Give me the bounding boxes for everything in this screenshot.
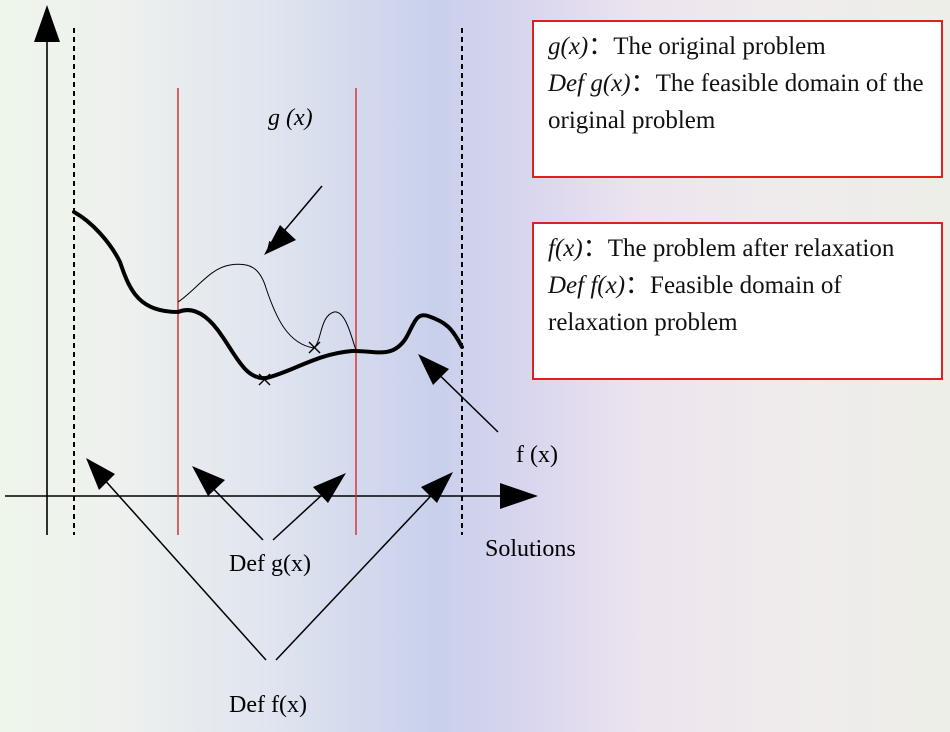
def-g-arrowhead-left xyxy=(192,466,225,496)
f-curve-label: f (x) xyxy=(516,442,558,468)
g-optimum-marker xyxy=(308,341,321,354)
g-arrowhead xyxy=(264,225,296,255)
legend-relaxation-problem: f(x)：The problem after relaxation Def f(… xyxy=(532,222,943,380)
legend-g-line-2: Def g(x)：The feasible domain of the orig… xyxy=(548,65,927,139)
g-curve xyxy=(177,263,357,351)
legend-f-desc: ：The problem after relaxation xyxy=(582,235,895,262)
x-axis-label: Solutions xyxy=(485,536,576,562)
legend-f-line-1: f(x)：The problem after relaxation xyxy=(548,230,927,267)
legend-g-term: g(x) xyxy=(548,33,589,60)
legend-def-g-term: Def g(x) xyxy=(548,70,631,97)
legend-f-line-2: Def f(x)：Feasible domain of relaxation p… xyxy=(548,267,927,341)
def-f-label: Def f(x) xyxy=(229,692,307,718)
x-axis xyxy=(5,483,538,509)
legend-def-f-desc: ：Feasible domain of relaxation problem xyxy=(548,272,842,336)
legend-def-f-term: Def f(x) xyxy=(548,272,626,299)
def-f-arrowhead-right xyxy=(421,472,453,503)
legend-original-problem: g(x)：The original problem Def g(x)：The f… xyxy=(532,20,943,178)
y-axis xyxy=(34,5,60,535)
f-optimum-marker xyxy=(258,373,271,386)
legend-def-g-desc: ：The feasible domain of the original pro… xyxy=(548,70,924,134)
legend-g-line-1: g(x)：The original problem xyxy=(548,28,927,65)
legend-g-desc: ：The original problem xyxy=(588,33,826,60)
def-f-arrow-left xyxy=(93,467,267,661)
def-f-arrow-right xyxy=(275,481,445,661)
def-g-arrowhead-right xyxy=(313,473,346,503)
f-arrowhead xyxy=(418,354,449,385)
def-f-arrowhead-left xyxy=(86,458,115,490)
g-curve-label: g (x) xyxy=(268,105,313,131)
def-g-label: Def g(x) xyxy=(229,551,311,577)
legend-f-term: f(x) xyxy=(548,235,583,262)
